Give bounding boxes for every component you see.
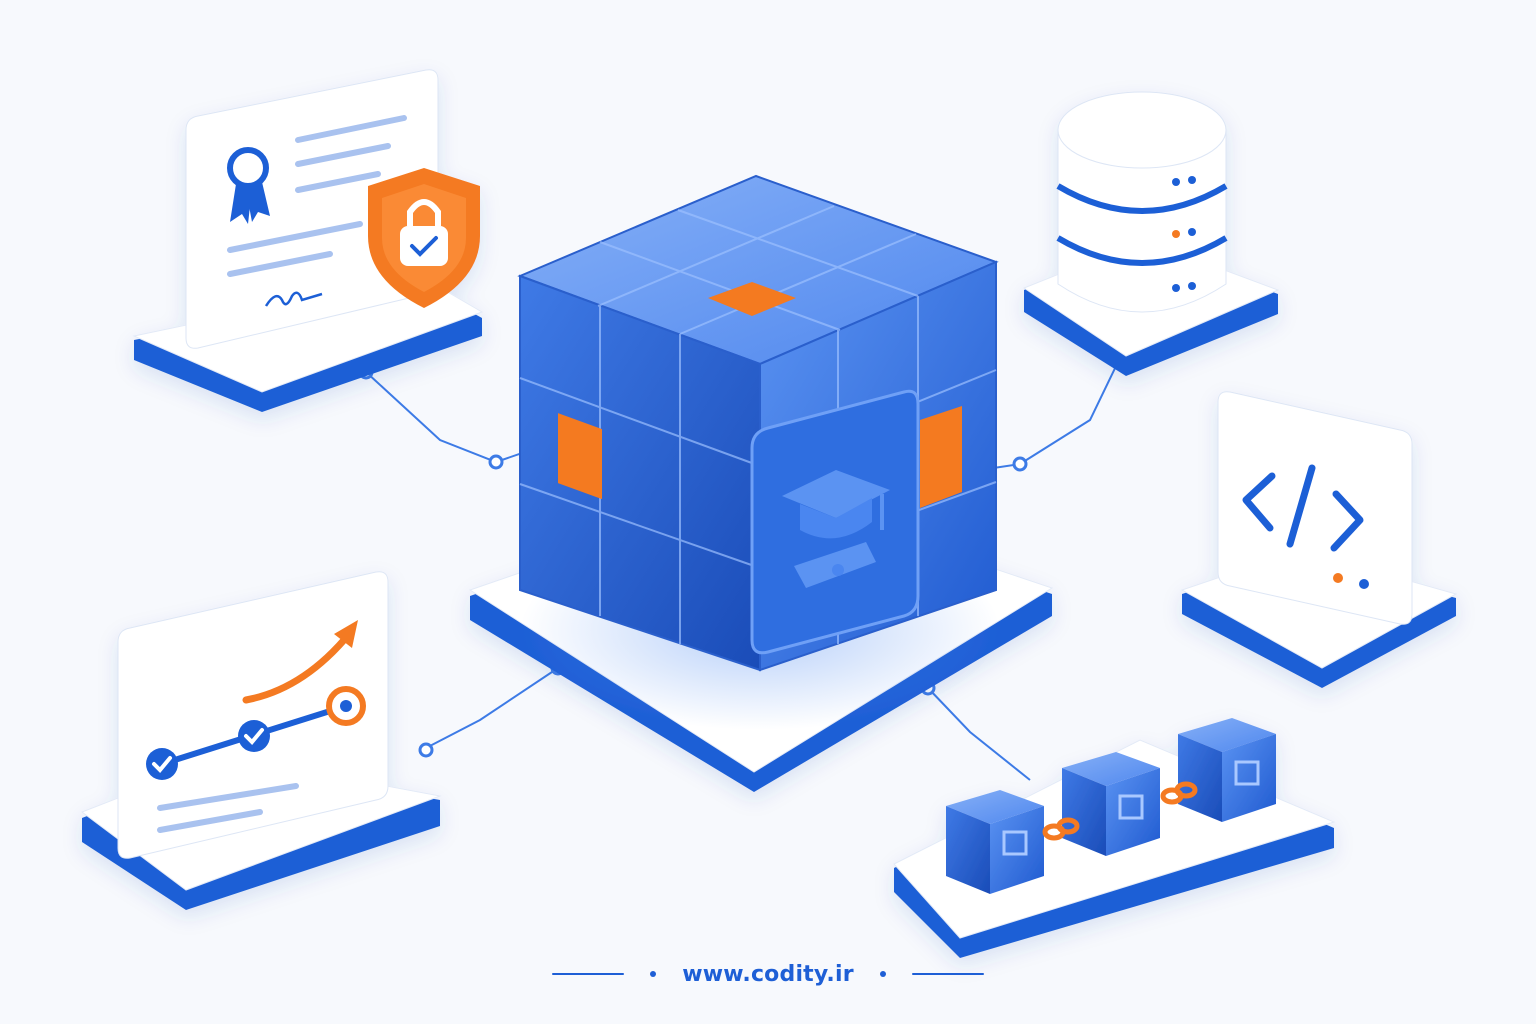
progress-text-lines — [157, 783, 299, 833]
database-icon — [1056, 91, 1228, 313]
certificate-card — [132, 69, 484, 412]
chain-block-3 — [1178, 718, 1276, 822]
central-cube — [517, 174, 999, 672]
code-brackets-icon — [1242, 464, 1364, 552]
code-dot-blue — [1359, 579, 1369, 589]
footer-dot-right — [879, 971, 886, 977]
graduation-cap-icon — [750, 389, 920, 655]
chain-block-2 — [1062, 752, 1160, 856]
footer: www.codity.ir — [0, 952, 1536, 996]
progress-chart-icon — [146, 620, 366, 780]
certificate-text-lines — [227, 115, 407, 277]
cube-orange-block-top — [708, 282, 796, 316]
certificate-icon — [227, 147, 270, 224]
blockchain-card — [893, 718, 1336, 958]
cube-orange-block-left — [558, 413, 602, 500]
security-shield-lock-icon — [368, 168, 480, 308]
footer-dot-left — [650, 971, 657, 977]
chain-links — [1042, 781, 1198, 841]
footer-url-link[interactable]: www.codity.ir — [682, 961, 854, 987]
cube-orange-block-right — [920, 406, 962, 508]
connector-blockchain — [927, 687, 1031, 781]
blockchain-chain-icon — [946, 718, 1276, 894]
database-card — [1022, 91, 1280, 376]
footer-line-right — [911, 973, 984, 975]
chain-block-1 — [946, 790, 1044, 894]
code-dot-orange — [1333, 573, 1343, 583]
connector-database — [979, 361, 1119, 471]
signature-icon — [264, 291, 323, 307]
progress-card — [80, 571, 442, 910]
progress-board — [117, 571, 389, 859]
code-card — [1180, 391, 1458, 688]
footer-line-left — [552, 973, 625, 975]
code-board — [1217, 391, 1413, 625]
